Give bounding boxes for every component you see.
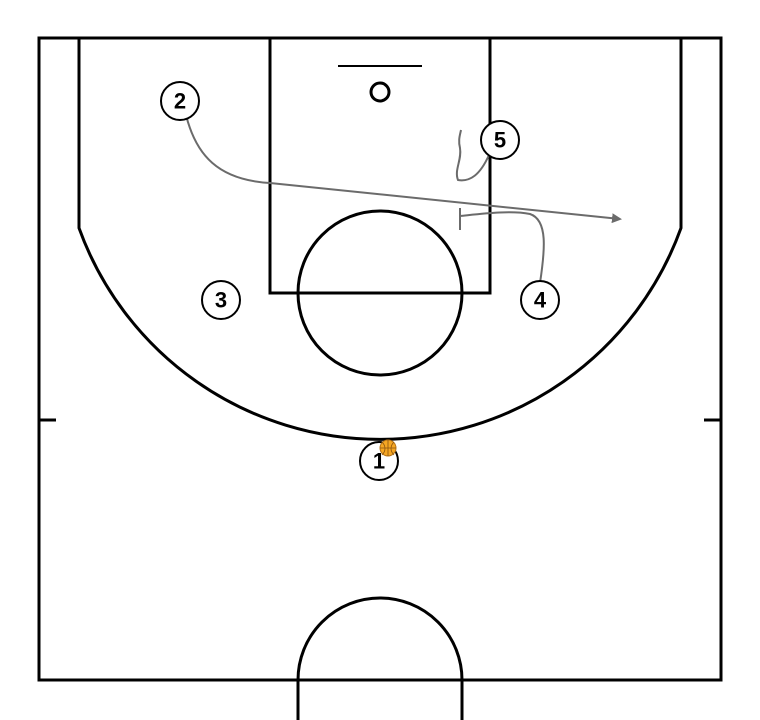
player-2-label: 2 [174, 89, 186, 114]
player-5[interactable]: 5 [480, 120, 520, 160]
court-lines [37, 36, 723, 720]
players: 2 5 3 4 1 [160, 81, 560, 481]
player-3-label: 3 [215, 288, 227, 313]
basketball-icon [379, 439, 397, 457]
player-4[interactable]: 4 [520, 280, 560, 320]
player-3[interactable]: 3 [201, 280, 241, 320]
squiggle-path-player-5 [455, 129, 490, 182]
cut-path-player-2 [185, 114, 622, 224]
paint-lane [268, 36, 492, 295]
court-boundary [37, 36, 723, 682]
player-2[interactable]: 2 [160, 81, 200, 121]
action-lines [185, 114, 622, 284]
player-5-label: 5 [494, 128, 506, 153]
player-4-label: 4 [534, 288, 547, 313]
three-point-line [77, 38, 683, 441]
hoop-rim [369, 81, 391, 103]
free-throw-circle [296, 209, 464, 377]
center-circle [296, 596, 464, 720]
screen-path-player-4 [459, 211, 545, 284]
player-1[interactable]: 1 [359, 439, 399, 481]
